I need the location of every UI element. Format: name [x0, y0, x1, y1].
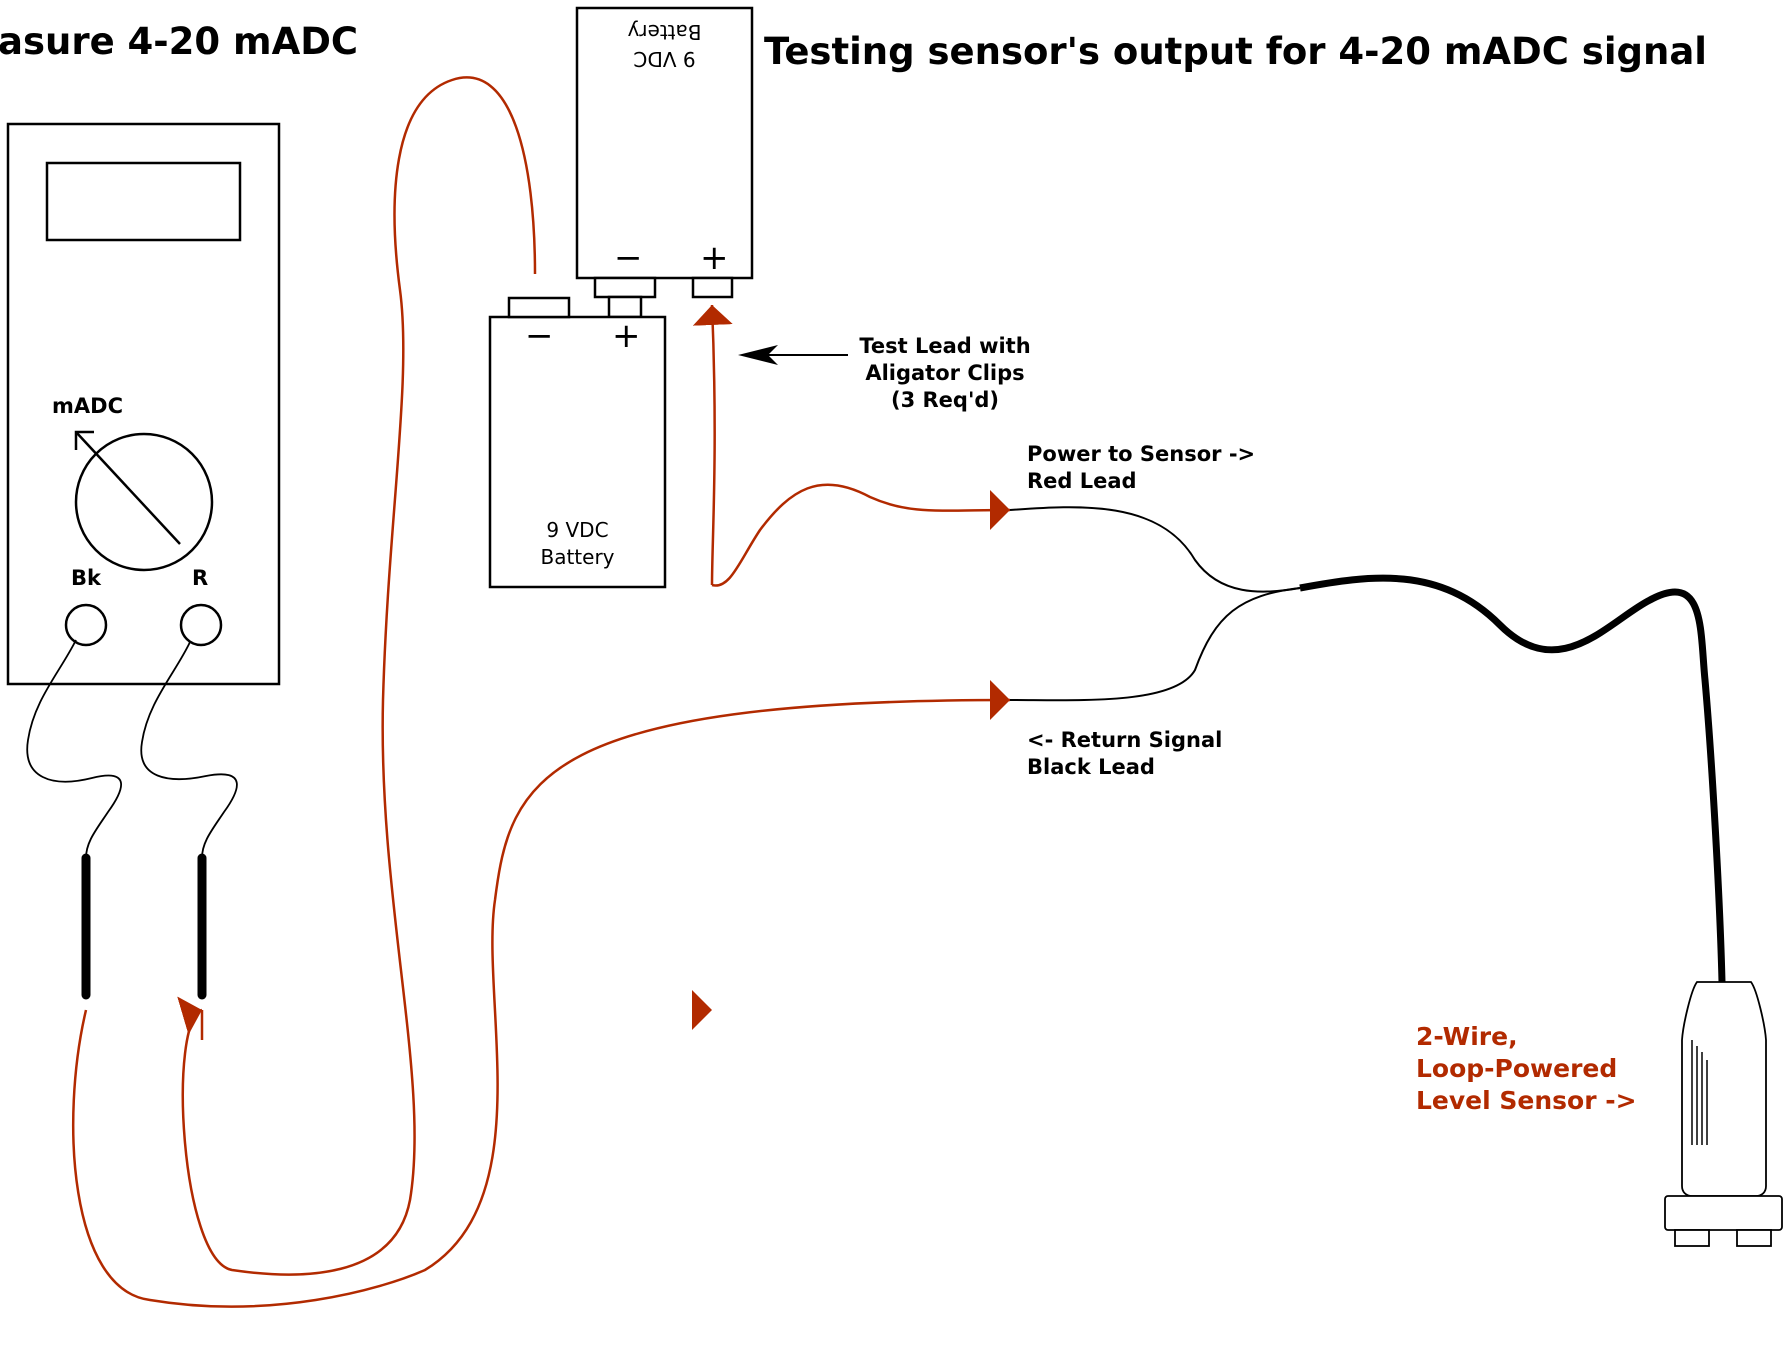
lead-battery-pos-up — [692, 304, 733, 586]
battery-top-neg-terminal-cap — [607, 295, 643, 319]
battery-bottom-neg-label: − — [525, 316, 554, 356]
sensor-foot-left — [1674, 1229, 1710, 1247]
battery-bottom-neg-terminal — [507, 296, 571, 319]
battery-top-pos-terminal — [691, 276, 734, 299]
sensor-main-cable — [1299, 574, 1726, 983]
battery-top-pos-label: + — [700, 238, 729, 278]
meter-red-jack-label: R — [192, 566, 209, 590]
power-wire — [1009, 506, 1301, 593]
probe-wires — [26, 639, 238, 859]
red-jack — [179, 603, 223, 647]
battery-bottom — [488, 296, 667, 589]
level-sensor — [1664, 981, 1783, 1247]
sensor-label: 2-Wire, Loop-Powered Level Sensor -> — [1416, 1021, 1637, 1117]
battery-bottom-body — [488, 315, 667, 589]
battery-bottom-voltage: 9 VDC — [546, 518, 609, 542]
meter-mode-label: mADC — [52, 394, 123, 418]
test-lead-note: Test Lead with Aligator Clips (3 Req'd) — [850, 333, 1040, 414]
multimeter-display — [45, 161, 242, 242]
meter-black-jack-label: Bk — [71, 566, 101, 590]
multimeter — [6, 122, 281, 686]
lead-meter-bk-to-sensor-return — [71, 680, 1011, 1308]
power-note-line-2: Red Lead — [1027, 469, 1137, 493]
return-note-line-2: Black Lead — [1027, 755, 1155, 779]
lead-battery-to-sensor-power — [711, 483, 1011, 587]
test-lead-note-line-2: Aligator Clips — [865, 361, 1025, 385]
sensor-body — [1681, 981, 1767, 1197]
test-lead-note-line-1: Test Lead with — [859, 334, 1031, 358]
power-note-line-1: Power to Sensor -> — [1027, 442, 1256, 466]
test-lead-note-line-3: (3 Req'd) — [890, 388, 1000, 412]
battery-top-neg-label: − — [614, 238, 643, 278]
sensor-label-line-1: 2-Wire, — [1416, 1022, 1518, 1051]
sensor-foot-right — [1736, 1229, 1772, 1247]
left-title: asure 4-20 mADC — [0, 20, 359, 63]
battery-top-neg-terminal — [593, 276, 657, 299]
sensor-texture — [1691, 1040, 1708, 1145]
dial-icon — [74, 430, 214, 572]
return-note: <- Return Signal Black Lead — [1027, 727, 1222, 781]
red-test-leads — [71, 76, 1011, 1308]
probe-tips — [81, 853, 207, 1000]
return-wire — [1009, 587, 1301, 702]
battery-top-label: 9 VDC Battery — [577, 18, 752, 72]
arrowhead-icon — [738, 345, 848, 365]
battery-bottom-pos-label: + — [612, 316, 641, 356]
battery-top-body — [575, 6, 754, 280]
return-note-line-1: <- Return Signal — [1027, 728, 1223, 752]
sensor-cable — [1009, 506, 1726, 983]
battery-bottom-type: Battery — [540, 545, 615, 569]
lead-battery-to-meter-r — [177, 76, 537, 1276]
battery-top-type: Battery — [627, 20, 702, 44]
black-jack — [64, 603, 108, 647]
battery-top-voltage: 9 VDC — [633, 47, 696, 71]
battery-bottom-label: 9 VDC Battery — [490, 517, 665, 571]
main-title: Testing sensor's output for 4-20 mADC si… — [764, 30, 1707, 73]
red-probe-wire — [140, 641, 238, 859]
power-note: Power to Sensor -> Red Lead — [1027, 441, 1255, 495]
black-probe-wire — [26, 639, 122, 859]
sensor-label-line-3: Level Sensor -> — [1416, 1086, 1637, 1115]
battery-top — [575, 6, 754, 319]
sensor-flange — [1664, 1195, 1783, 1231]
sensor-label-line-2: Loop-Powered — [1416, 1054, 1618, 1083]
